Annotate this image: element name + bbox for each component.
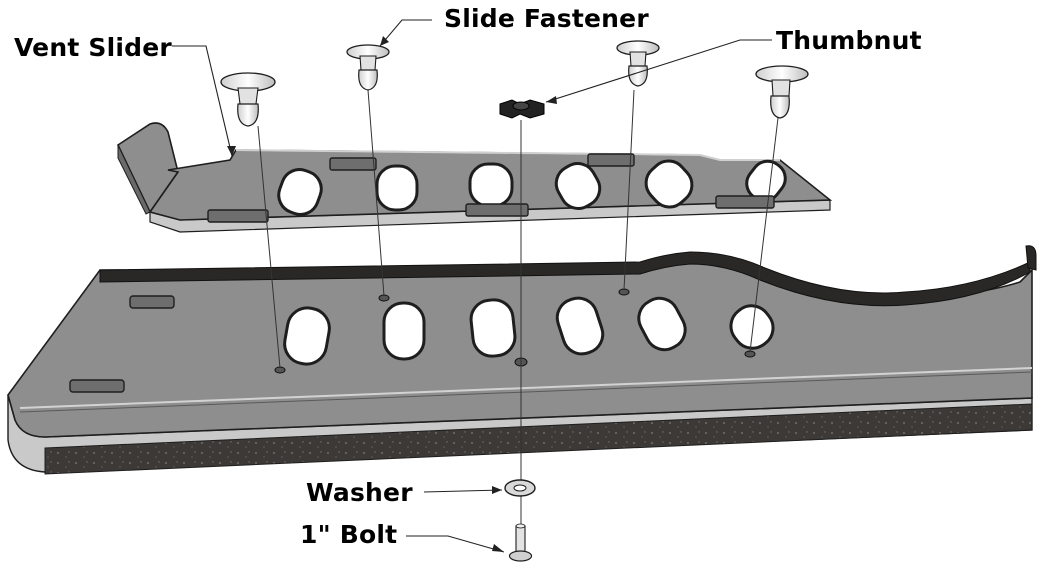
base-plate-slots bbox=[69, 295, 775, 393]
base-slot bbox=[469, 298, 517, 358]
label-slide-fastener: Slide Fastener bbox=[444, 4, 649, 33]
slider-slot bbox=[468, 162, 514, 208]
vent-slider bbox=[116, 122, 833, 233]
slide-fasteners bbox=[220, 40, 809, 127]
slide-fastener bbox=[755, 65, 809, 119]
slider-small-slot bbox=[715, 195, 775, 209]
assembly-lines bbox=[257, 89, 779, 540]
slider-small-slot bbox=[465, 203, 529, 217]
slider-slot bbox=[277, 168, 323, 216]
gasket-strip bbox=[44, 403, 1033, 475]
leader-vent-slider bbox=[172, 45, 233, 157]
slider-slot bbox=[644, 159, 694, 209]
base-slot bbox=[555, 296, 605, 356]
slider-slot bbox=[375, 164, 419, 212]
base-plate bbox=[7, 245, 1037, 475]
washer bbox=[504, 479, 536, 497]
vent-slider-tab bbox=[116, 122, 179, 214]
leader-washer bbox=[423, 489, 503, 493]
base-plate-rim bbox=[99, 251, 1031, 307]
leader-bolt bbox=[406, 535, 505, 553]
base-slot bbox=[637, 296, 687, 352]
label-vent-slider: Vent Slider bbox=[14, 33, 172, 62]
slider-small-slot bbox=[329, 157, 377, 171]
bolt bbox=[508, 523, 533, 562]
label-bolt: 1" Bolt bbox=[300, 520, 398, 549]
base-slot bbox=[729, 304, 775, 350]
label-washer: Washer bbox=[306, 478, 413, 507]
slider-small-slot bbox=[587, 153, 635, 167]
base-slot bbox=[283, 306, 331, 366]
leader-thumbnut bbox=[545, 39, 772, 103]
base-plate-right-notch bbox=[1025, 245, 1037, 271]
slide-fastener bbox=[220, 72, 276, 127]
leader-slide-fastener bbox=[379, 19, 432, 47]
leader-lines bbox=[172, 19, 772, 553]
base-small-slot bbox=[69, 379, 125, 393]
slide-fastener bbox=[346, 44, 390, 91]
thumbnut bbox=[499, 99, 545, 119]
slider-small-slot bbox=[207, 209, 269, 223]
slider-slot bbox=[554, 162, 602, 210]
slide-fastener bbox=[616, 40, 660, 87]
label-thumbnut: Thumbnut bbox=[776, 26, 922, 55]
base-slot bbox=[382, 301, 426, 361]
leader-arrowheads bbox=[227, 36, 557, 552]
base-small-slot bbox=[129, 295, 175, 309]
base-plate-bevel bbox=[19, 367, 1033, 409]
